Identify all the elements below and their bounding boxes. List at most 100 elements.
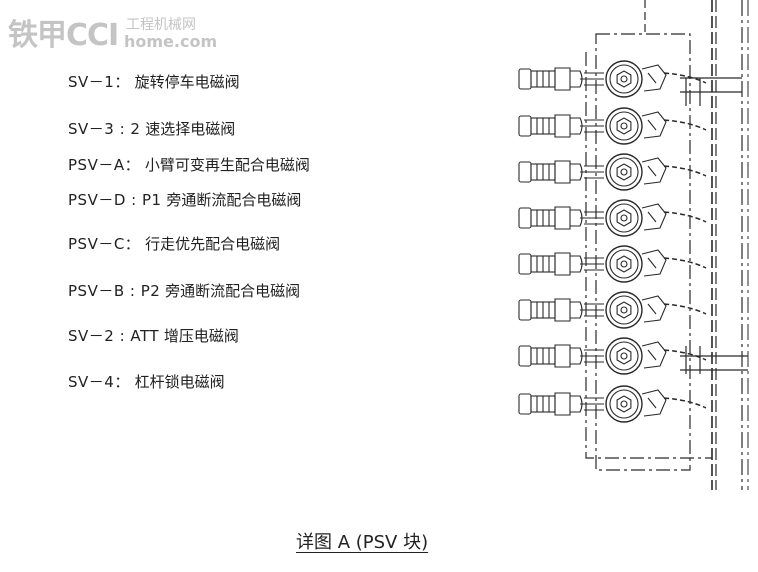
- connector-lead: [584, 211, 604, 225]
- solenoid-outer-ring: [605, 60, 643, 98]
- terminal-detail: [647, 397, 657, 409]
- figure-caption: 详图 A (PSV 块): [296, 532, 429, 553]
- solenoid-center: [620, 260, 628, 268]
- connector-lead: [584, 303, 604, 317]
- connector-cap: [518, 253, 532, 275]
- solenoid-outer-ring: [605, 337, 643, 375]
- solenoid-outer-ring: [605, 245, 643, 283]
- valve-desc: 增压电磁阀: [163, 327, 239, 345]
- terminal-box: [641, 111, 667, 139]
- connector-cap: [518, 393, 532, 415]
- valve-label-psv-d: PSV－D : P1 旁通断流配合电磁阀: [68, 191, 301, 209]
- solenoid-inner-ring: [609, 64, 639, 94]
- connector-cap: [518, 68, 532, 90]
- solenoid-inner-ring: [609, 157, 639, 187]
- valve-label-psv-a: PSV－A： 小臂可变再生配合电磁阀: [68, 156, 310, 174]
- watermark-url-text: home.com: [124, 32, 218, 51]
- solenoid-hex-nut: [616, 163, 632, 181]
- valve-label-psv-b: PSV－B : P2 旁通断流配合电磁阀: [68, 282, 300, 300]
- valve-row: [518, 60, 707, 98]
- valve-row: [518, 245, 707, 283]
- solenoid-hex-nut: [616, 301, 632, 319]
- solenoid-inner-ring: [609, 341, 639, 371]
- psv-block-outline: [595, 33, 691, 471]
- terminal-box: [641, 157, 667, 185]
- watermark-logo: 铁甲CCI 工程机械网 home.com: [8, 6, 228, 53]
- connector-lead: [584, 165, 604, 179]
- valve-label-psv-c: PSV－C： 行走优先配合电磁阀: [68, 235, 280, 253]
- connector-collar: [554, 298, 571, 322]
- connector-lead: [584, 349, 604, 363]
- solenoid-hex-nut: [616, 70, 632, 88]
- connector-lead: [584, 72, 604, 86]
- solenoid-inner-ring: [609, 295, 639, 325]
- connector-cap: [518, 299, 532, 321]
- terminal-detail: [647, 119, 657, 131]
- valve-desc: 旋转停车电磁阀: [134, 73, 240, 91]
- solenoid-hex-nut: [616, 255, 632, 273]
- valve-label-sv4: SV－4： 杠杆锁电磁阀: [68, 373, 225, 391]
- connector-collar: [554, 344, 571, 368]
- terminal-box: [641, 295, 667, 323]
- valve-desc: 杠杆锁电磁阀: [134, 373, 225, 391]
- valve-row: [518, 385, 707, 423]
- terminal-detail: [647, 165, 657, 177]
- solenoid-inner-ring: [609, 389, 639, 419]
- psv-block-inner-outline: [585, 52, 712, 459]
- valve-code: SV－1：: [68, 73, 130, 91]
- valve-desc: 速选择电磁阀: [145, 120, 236, 138]
- valve-row: [518, 153, 707, 191]
- valve-stack: [518, 60, 707, 423]
- terminal-detail: [647, 72, 657, 84]
- terminal-box: [641, 389, 667, 417]
- pipe-bracket-top: [680, 77, 742, 106]
- signal-wire: [663, 303, 707, 315]
- solenoid-inner-ring: [609, 111, 639, 141]
- connector-lead: [584, 119, 604, 133]
- connector-collar: [554, 206, 571, 230]
- connector-collar: [554, 252, 571, 276]
- valve-desc: 行走优先配合电磁阀: [145, 235, 281, 253]
- solenoid-outer-ring: [605, 107, 643, 145]
- connector-collar: [554, 392, 571, 416]
- valve-code: PSV－C：: [68, 235, 141, 253]
- solenoid-center: [620, 352, 628, 360]
- terminal-detail: [647, 211, 657, 223]
- valve-desc: 旁通断流配合电磁阀: [165, 282, 301, 300]
- signal-wire: [663, 397, 707, 409]
- solenoid-outer-ring: [605, 291, 643, 329]
- valve-code: PSV－B : P2: [68, 282, 161, 300]
- connector-collar: [554, 114, 571, 138]
- terminal-detail: [647, 349, 657, 361]
- connector-cap: [518, 345, 532, 367]
- connector-cap: [518, 207, 532, 229]
- signal-wire: [663, 165, 707, 177]
- valve-row: [518, 291, 707, 329]
- valve-row: [518, 107, 707, 145]
- valve-desc: 小臂可变再生配合电磁阀: [144, 156, 310, 174]
- solenoid-hex-nut: [616, 347, 632, 365]
- solenoid-hex-nut: [616, 209, 632, 227]
- solenoid-center: [620, 306, 628, 314]
- terminal-box: [641, 341, 667, 369]
- pipe-bracket-bottom: [680, 346, 748, 374]
- valve-code: PSV－D : P1: [68, 191, 162, 209]
- terminal-box: [641, 64, 667, 92]
- valve-label-sv1: SV－1： 旋转停车电磁阀: [68, 73, 240, 91]
- connector-lead: [584, 257, 604, 271]
- valve-code: SV－2 : ATT: [68, 327, 160, 345]
- solenoid-center: [620, 75, 628, 83]
- solenoid-hex-nut: [616, 117, 632, 135]
- valve-desc: 旁通断流配合电磁阀: [166, 191, 302, 209]
- solenoid-center: [620, 168, 628, 176]
- solenoid-center: [620, 214, 628, 222]
- signal-wire: [663, 211, 707, 223]
- signal-wire: [663, 119, 707, 131]
- solenoid-outer-ring: [605, 199, 643, 237]
- terminal-detail: [647, 257, 657, 269]
- solenoid-center: [620, 400, 628, 408]
- connector-cap: [518, 115, 532, 137]
- signal-wire: [663, 72, 707, 84]
- valve-row: [518, 199, 707, 237]
